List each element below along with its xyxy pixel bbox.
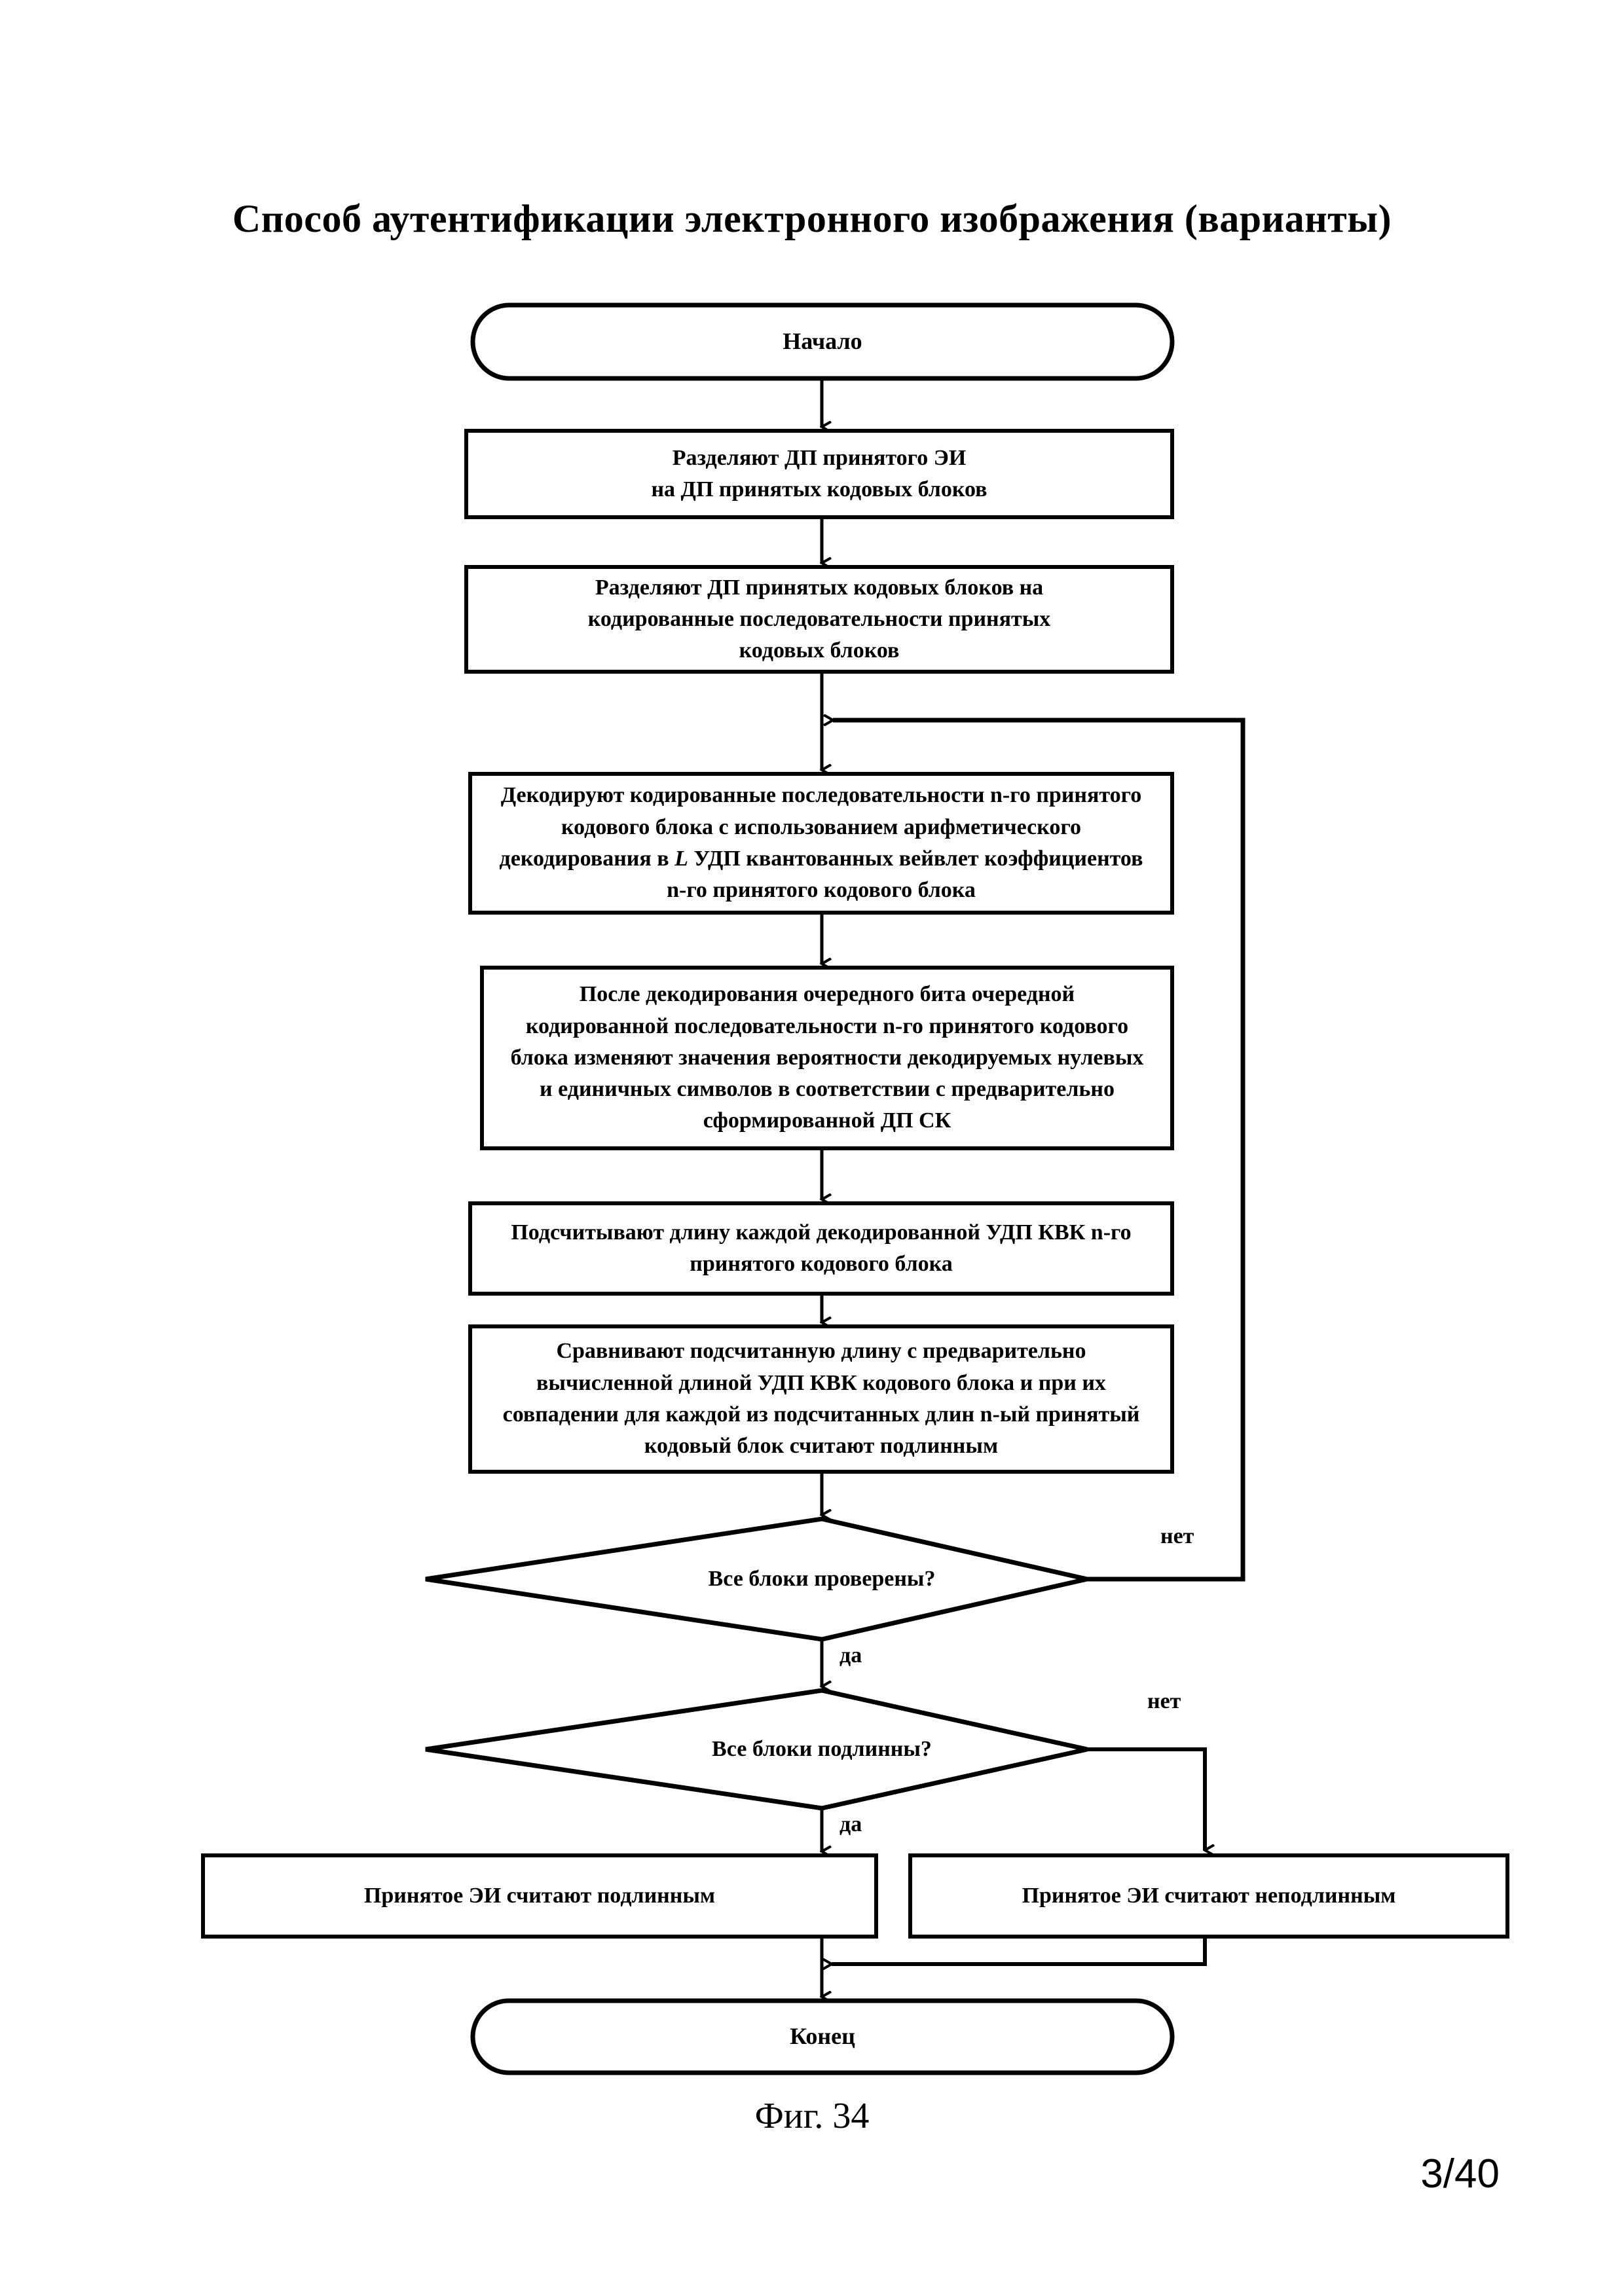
edge-label-all-checked-no: нет	[1160, 1524, 1194, 1548]
edge-label-all-authentic-yes: да	[840, 1812, 862, 1836]
edge-all-checked-no-loop	[833, 720, 1246, 1582]
node-not-authentic-label: Принятое ЭИ считают неподлинным	[910, 1855, 1507, 1937]
node-not-authentic-shape	[908, 1853, 1509, 1939]
node-split-dp-shape	[464, 429, 1174, 519]
node-update-prob-lines: После декодирования очередного бита очер…	[510, 982, 1144, 1133]
node-update-prob-label: После декодирования очередного бита очер…	[482, 968, 1172, 1148]
node-end-label: Конец	[790, 2023, 855, 2050]
node-decode-shape	[468, 772, 1174, 915]
node-decode-lines: Декодируют кодированные последовательнос…	[499, 783, 1143, 903]
edge-not-authentic-to-merge	[832, 1937, 1207, 1964]
node-not-authentic-lines: Принятое ЭИ считают неподлинным	[1022, 1883, 1396, 1908]
node-authentic-shape	[201, 1853, 878, 1939]
node-compare-length-label: Сравнивают подсчитанную длину с предвари…	[470, 1326, 1172, 1472]
node-count-length-lines: Подсчитывают длину каждой декодированной…	[511, 1220, 1132, 1276]
node-count-length-shape	[468, 1201, 1174, 1296]
node-split-blocks-shape	[464, 565, 1174, 674]
edge-label-all-checked-yes: да	[840, 1643, 862, 1667]
page-number: 3/40	[1420, 2151, 1500, 2196]
figure-caption: Фиг. 34	[754, 2096, 870, 2136]
node-start-label: Начало	[783, 328, 862, 355]
edge-label-all-authentic-no: нет	[1147, 1689, 1181, 1713]
node-authentic-label: Принятое ЭИ считают подлинным	[203, 1855, 876, 1937]
node-decode-label: Декодируют кодированные последовательнос…	[470, 774, 1172, 913]
node-compare-length-shape	[468, 1324, 1174, 1474]
node-all-authentic-label: Все блоки подлинны?	[712, 1736, 932, 1761]
node-all-checked-label: Все блоки проверены?	[708, 1566, 936, 1591]
edge-all-authentic-no	[1087, 1747, 1205, 1850]
page-title: Способ аутентификации электронного изобр…	[232, 197, 1392, 240]
node-compare-length-lines: Сравнивают подсчитанную длину с предвари…	[502, 1339, 1140, 1459]
node-authentic-lines: Принятое ЭИ считают подлинным	[363, 1883, 716, 1908]
node-count-length-label: Подсчитывают длину каждой декодированной…	[470, 1203, 1172, 1294]
